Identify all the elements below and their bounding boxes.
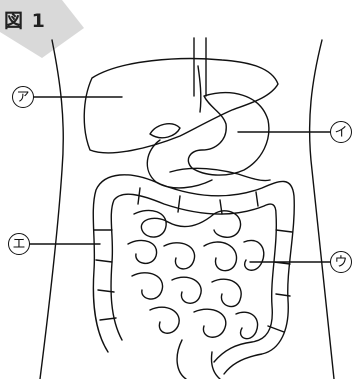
- gallbladder: [150, 124, 180, 138]
- liver: [84, 59, 278, 153]
- torso-outline-left: [40, 40, 63, 379]
- figure-title-area: 図 1: [0, 0, 82, 30]
- label-i: イ: [330, 121, 352, 143]
- torso-outline-right: [310, 40, 334, 379]
- rectum: [177, 340, 220, 379]
- large-intestine-outer: [93, 175, 294, 374]
- label-a: ア: [12, 86, 34, 108]
- label-u: ウ: [330, 251, 352, 273]
- figure-title: 図 1: [4, 6, 46, 33]
- liver-lobe-line: [198, 66, 201, 112]
- label-e: エ: [8, 233, 30, 255]
- small-intestine: [128, 210, 264, 338]
- duodenum: [147, 140, 212, 188]
